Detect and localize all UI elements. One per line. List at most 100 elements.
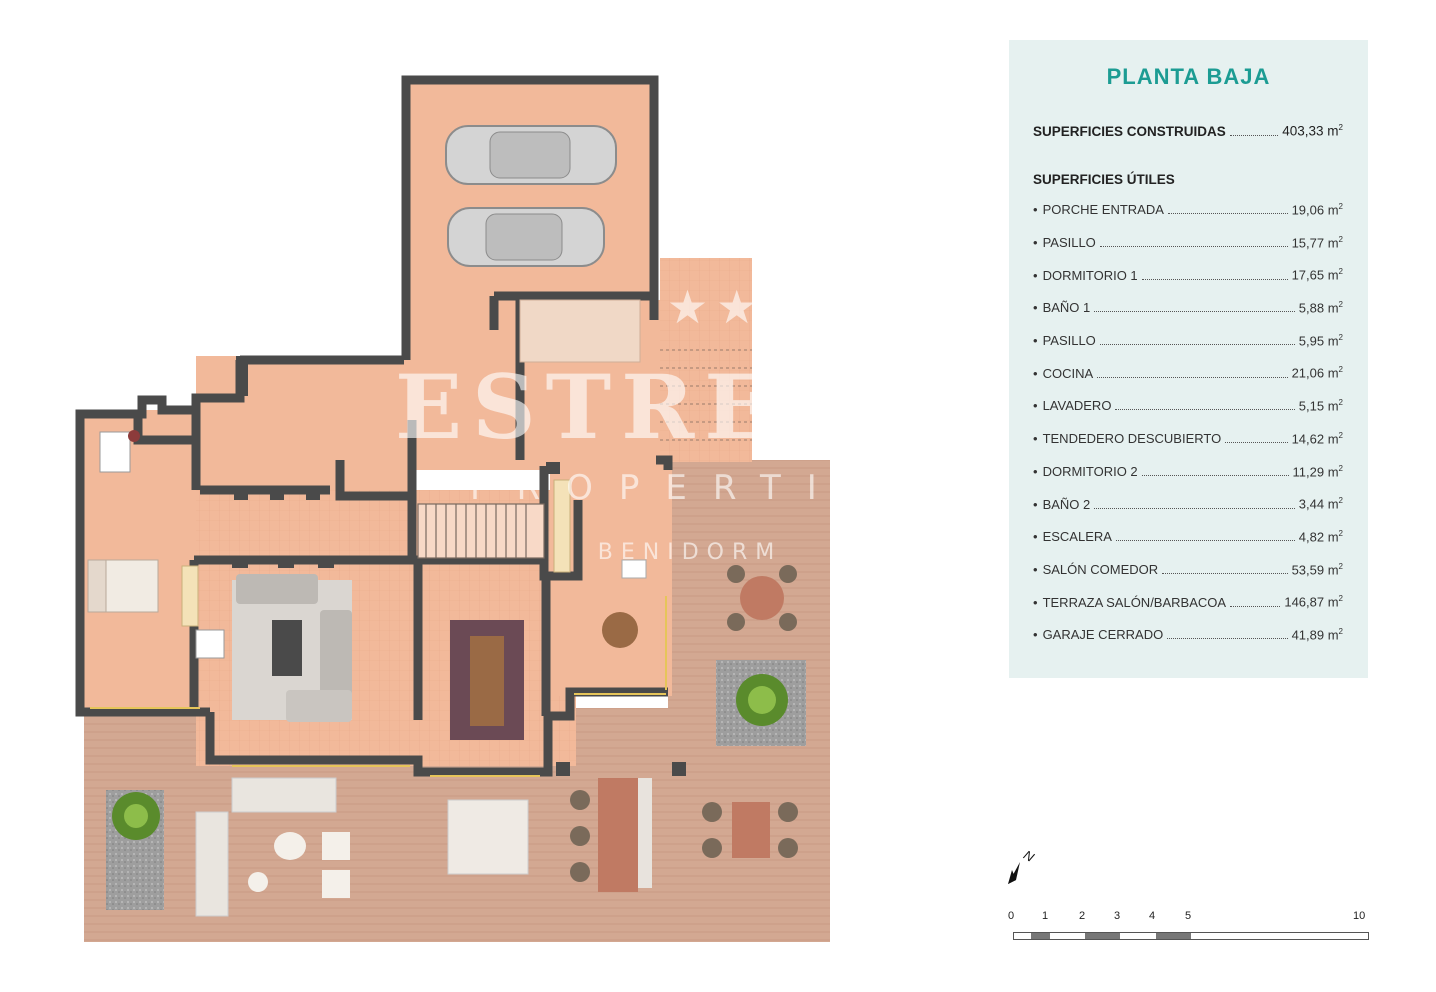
room-label: TENDEDERO DESCUBIERTO xyxy=(1042,431,1222,447)
useful-areas-title: SUPERFICIES ÚTILES xyxy=(1033,172,1175,187)
windows xyxy=(90,596,667,777)
dot-leader xyxy=(1099,344,1295,346)
room-row: •TERRAZA SALÓN/BARBACOA 146,87 m2 xyxy=(1033,594,1343,627)
dot-leader xyxy=(1167,213,1288,215)
room-row: •DORMITORIO 1 17,65 m2 xyxy=(1033,267,1343,300)
dot-leader xyxy=(1141,278,1288,280)
room-area: 14,62 m2 xyxy=(1291,430,1343,447)
room-area: 5,15 m2 xyxy=(1298,398,1343,414)
room-label: BAÑO 2 xyxy=(1042,496,1091,512)
room-label: LAVADERO xyxy=(1042,398,1112,414)
room-row: •PASILLO 5,95 m2 xyxy=(1033,333,1343,366)
room-label: PASILLO xyxy=(1042,235,1096,251)
dot-leader xyxy=(1230,605,1281,607)
scale-segment xyxy=(1031,933,1050,939)
room-row: •BAÑO 1 5,88 m2 xyxy=(1033,300,1343,333)
room-label: DORMITORIO 1 xyxy=(1042,267,1138,283)
dot-leader xyxy=(1141,474,1289,476)
scale-tick: 4 xyxy=(1149,910,1156,922)
room-label: PASILLO xyxy=(1042,333,1096,349)
room-area: 3,44 m2 xyxy=(1298,496,1343,512)
scale-tick: 5 xyxy=(1185,910,1192,922)
dot-leader xyxy=(1167,638,1288,640)
dot-leader xyxy=(1097,376,1288,378)
scale-bar-track xyxy=(1013,932,1369,940)
room-label: GARAJE CERRADO xyxy=(1042,627,1164,643)
room-row: •BAÑO 2 3,44 m2 xyxy=(1033,496,1343,529)
bullet: • xyxy=(1033,398,1038,414)
room-label: SALÓN COMEDOR xyxy=(1042,561,1159,577)
room-label: PORCHE ENTRADA xyxy=(1042,202,1164,218)
staircase xyxy=(417,503,545,559)
room-area: 21,06 m2 xyxy=(1291,365,1343,381)
room-row: •GARAJE CERRADO 41,89 m2 xyxy=(1033,627,1343,660)
bullet: • xyxy=(1033,365,1038,381)
compass-label: N xyxy=(1021,847,1037,865)
panel-title: PLANTA BAJA xyxy=(1106,64,1271,89)
room-area: 15,77 m2 xyxy=(1291,234,1343,251)
room-area: 146,87 m2 xyxy=(1284,594,1343,610)
bullet: • xyxy=(1033,235,1038,251)
scale-tick: 2 xyxy=(1079,910,1086,922)
wall-pillars xyxy=(232,356,560,568)
room-area: 11,29 m2 xyxy=(1292,463,1343,479)
room-row: •COCINA 21,06 m2 xyxy=(1033,365,1343,398)
terrace-furniture xyxy=(106,565,806,917)
scale-segment xyxy=(1085,933,1120,939)
dot-leader xyxy=(1225,442,1288,444)
built-area-row: SUPERFICIES CONSTRUIDAS 403,33 m2 xyxy=(1033,123,1343,139)
room-row: •PORCHE ENTRADA 19,06 m2 xyxy=(1033,202,1343,235)
room-label: COCINA xyxy=(1042,365,1094,381)
room-area: 4,82 m2 xyxy=(1298,528,1343,545)
room-row: •LAVADERO 5,15 m2 xyxy=(1033,398,1343,431)
bullet: • xyxy=(1033,463,1038,479)
dot-leader xyxy=(1115,409,1295,411)
dot-leader xyxy=(1229,134,1279,136)
garage-cars xyxy=(445,125,617,267)
bullet: • xyxy=(1033,202,1038,218)
bullet: • xyxy=(1033,529,1038,545)
room-area: 53,59 m2 xyxy=(1291,561,1343,577)
scale-tick: 0 xyxy=(1008,910,1015,922)
kitchen-furniture xyxy=(553,479,647,648)
scale-tick: 10 xyxy=(1353,910,1366,922)
room-label: ESCALERA xyxy=(1042,529,1112,545)
bedroom-furniture xyxy=(87,299,641,627)
room-area: 5,95 m2 xyxy=(1298,332,1343,349)
dot-leader xyxy=(1115,540,1295,542)
room-row: •PASILLO 15,77 m2 xyxy=(1033,235,1343,268)
room-row: •SALÓN COMEDOR 53,59 m2 xyxy=(1033,562,1343,595)
room-label: TERRAZA SALÓN/BARBACOA xyxy=(1042,594,1227,610)
room-label: BAÑO 1 xyxy=(1042,300,1091,316)
room-row: •DORMITORIO 2 11,29 m2 xyxy=(1033,464,1343,497)
living-furniture xyxy=(195,574,524,740)
bullet: • xyxy=(1033,300,1038,316)
room-area: 17,65 m2 xyxy=(1291,267,1343,283)
bullet: • xyxy=(1033,561,1038,577)
dot-leader xyxy=(1099,246,1288,248)
areas-panel: PLANTA BAJA SUPERFICIES CONSTRUIDAS 403,… xyxy=(1009,40,1368,678)
bullet: • xyxy=(1033,333,1038,349)
bullet: • xyxy=(1033,594,1038,610)
north-arrow-icon: N xyxy=(1008,847,1037,884)
bullet: • xyxy=(1033,267,1038,283)
room-area: 5,88 m2 xyxy=(1298,300,1343,316)
room-row: •ESCALERA 4,82 m2 xyxy=(1033,529,1343,562)
floor-plan xyxy=(75,75,830,942)
walls xyxy=(75,75,673,777)
bullet: • xyxy=(1033,627,1038,643)
dot-leader xyxy=(1094,507,1295,509)
room-area: 41,89 m2 xyxy=(1291,626,1343,643)
scale-bar: 0 1 2 3 4 5 10 xyxy=(1005,910,1375,950)
built-area-value: 403,33 m2 xyxy=(1282,123,1343,139)
room-label: DORMITORIO 2 xyxy=(1042,463,1138,479)
dot-leader xyxy=(1162,572,1288,574)
bullet: • xyxy=(1033,496,1038,512)
scale-tick: 1 xyxy=(1042,910,1049,922)
dot-leader xyxy=(1094,311,1295,313)
room-area: 19,06 m2 xyxy=(1291,202,1343,218)
built-area-label: SUPERFICIES CONSTRUIDAS xyxy=(1033,123,1226,139)
scale-tick: 3 xyxy=(1114,910,1121,922)
